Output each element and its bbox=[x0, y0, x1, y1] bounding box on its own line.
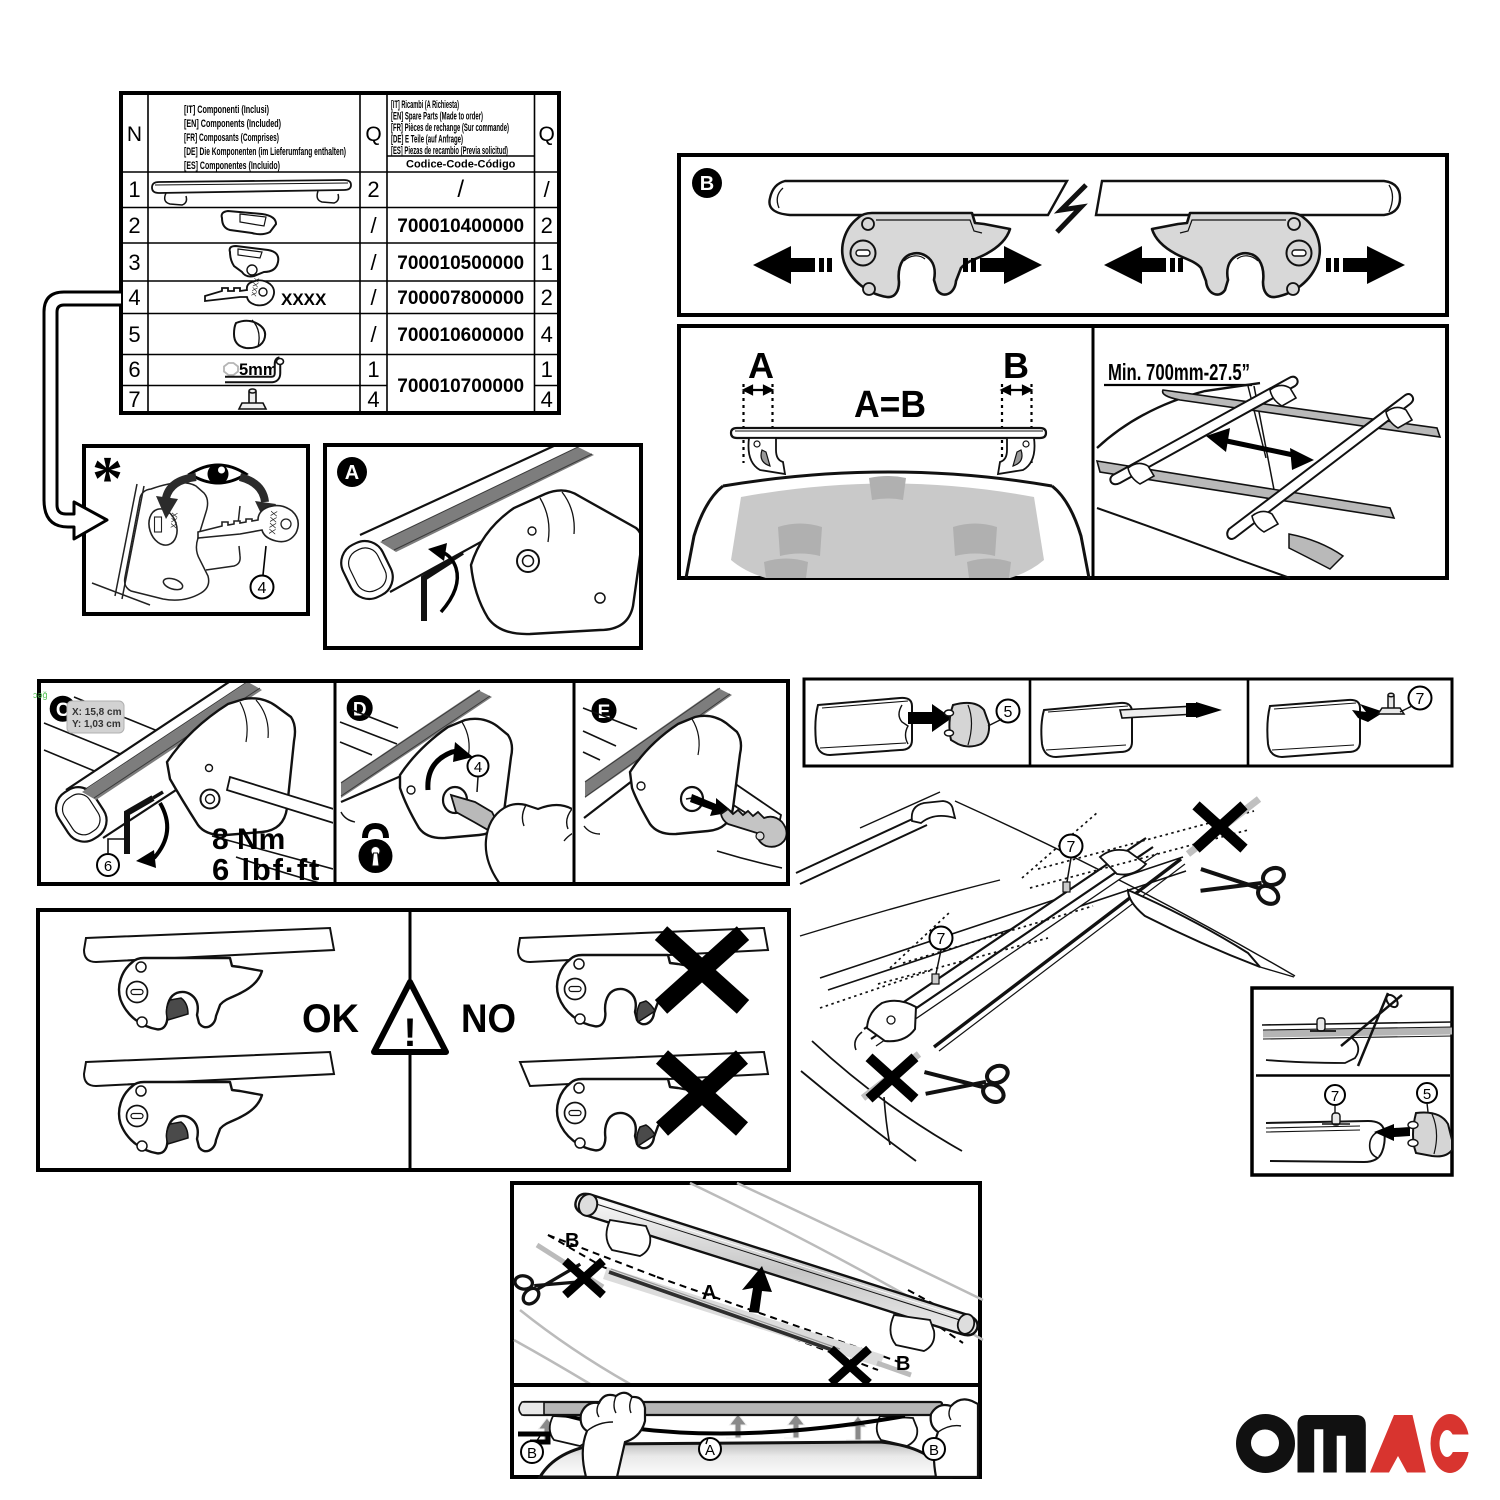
svg-text:[IT] Ricambi (A Richiesta): [IT] Ricambi (A Richiesta) bbox=[391, 99, 459, 111]
svg-text:OK: OK bbox=[302, 997, 359, 1041]
svg-text:[FR] Pièces de rechange (Sur c: [FR] Pièces de rechange (Sur commande) bbox=[391, 122, 509, 134]
svg-text:Min. 700mm-27.5”: Min. 700mm-27.5” bbox=[1108, 359, 1250, 385]
svg-text:B: B bbox=[1003, 345, 1029, 386]
svg-text:A: A bbox=[748, 345, 774, 386]
svg-text:7: 7 bbox=[1416, 691, 1425, 708]
svg-text:4: 4 bbox=[541, 322, 553, 347]
svg-text:/: / bbox=[370, 322, 377, 347]
svg-text:A: A bbox=[705, 1442, 715, 1459]
svg-text:Y: 1,03 cm: Y: 1,03 cm bbox=[72, 719, 121, 730]
svg-text:1: 1 bbox=[367, 357, 379, 382]
svg-text:B: B bbox=[700, 173, 714, 195]
svg-text:A: A bbox=[702, 1282, 716, 1304]
svg-text:C: C bbox=[56, 700, 70, 721]
svg-text:7: 7 bbox=[1331, 1088, 1339, 1105]
svg-text:1: 1 bbox=[541, 357, 553, 382]
svg-text:700010500000: 700010500000 bbox=[397, 253, 524, 274]
svg-text:4: 4 bbox=[541, 387, 553, 412]
svg-text:4: 4 bbox=[258, 580, 267, 597]
svg-text:X: 15,8 cm: X: 15,8 cm bbox=[72, 707, 122, 718]
svg-text:A=B: A=B bbox=[854, 384, 926, 426]
svg-text:*: * bbox=[92, 445, 123, 513]
svg-text:/: / bbox=[370, 285, 377, 310]
svg-text:B: B bbox=[565, 1230, 579, 1252]
svg-text:ɔəğ: ɔəğ bbox=[33, 690, 48, 700]
svg-text:2: 2 bbox=[541, 285, 553, 310]
svg-text:/: / bbox=[544, 177, 551, 202]
svg-text:/: / bbox=[370, 213, 377, 238]
svg-text:[DE] E Teile (auf Anfrage): [DE] E Teile (auf Anfrage) bbox=[391, 134, 463, 146]
svg-text:XXXX: XXXX bbox=[267, 510, 279, 535]
svg-text:6: 6 bbox=[104, 858, 112, 875]
svg-text:[IT] Componenti (Inclusi): [IT] Componenti (Inclusi) bbox=[184, 104, 269, 116]
svg-text:NO: NO bbox=[461, 997, 516, 1041]
svg-text:B: B bbox=[896, 1353, 910, 1375]
svg-text:A: A bbox=[345, 462, 359, 484]
svg-text:700010400000: 700010400000 bbox=[397, 216, 524, 237]
svg-text:Codice-Code-Código: Codice-Code-Código bbox=[406, 159, 516, 171]
svg-text:[DE] Die Komponenten (im Liefe: [DE] Die Komponenten (im Lieferumfang en… bbox=[184, 146, 346, 158]
svg-text:4: 4 bbox=[367, 387, 379, 412]
svg-text:[FR] Composants (Comprises): [FR] Composants (Comprises) bbox=[184, 132, 279, 144]
svg-text:B: B bbox=[527, 1445, 537, 1462]
svg-text:[EN] Components (Included): [EN] Components (Included) bbox=[184, 118, 281, 130]
svg-text:XXX: XXX bbox=[169, 511, 179, 528]
svg-text:[ES] Componentes (Incluido): [ES] Componentes (Incluido) bbox=[184, 160, 280, 172]
svg-text:2: 2 bbox=[367, 177, 379, 202]
svg-text:5: 5 bbox=[128, 322, 140, 347]
svg-text:1: 1 bbox=[128, 177, 140, 202]
svg-text:4: 4 bbox=[474, 759, 482, 776]
svg-text:6: 6 bbox=[128, 357, 140, 382]
svg-text:[ES] Piezas de recambio (Previ: [ES] Piezas de recambio (Previa solicitu… bbox=[391, 145, 508, 157]
svg-text:700007800000: 700007800000 bbox=[397, 288, 524, 309]
svg-text:4: 4 bbox=[128, 285, 140, 310]
svg-text:5mm: 5mm bbox=[239, 361, 278, 379]
svg-text:[EN] Spare Parts (Made to orde: [EN] Spare Parts (Made to order) bbox=[391, 111, 483, 123]
svg-text:700010700000: 700010700000 bbox=[397, 376, 524, 397]
svg-text:XXXX: XXXX bbox=[281, 290, 327, 309]
svg-text:6 lbf·ft: 6 lbf·ft bbox=[212, 852, 321, 887]
svg-text:B: B bbox=[929, 1442, 939, 1459]
svg-text:/: / bbox=[370, 250, 377, 275]
svg-text:2: 2 bbox=[541, 213, 553, 238]
svg-text:8 Nm: 8 Nm bbox=[212, 823, 285, 856]
svg-text:!: ! bbox=[403, 1011, 416, 1055]
svg-text:E: E bbox=[598, 702, 611, 723]
svg-text:D: D bbox=[353, 700, 367, 721]
svg-text:/: / bbox=[457, 176, 464, 203]
svg-text:3: 3 bbox=[128, 250, 140, 275]
svg-text:7: 7 bbox=[128, 387, 140, 412]
svg-text:5: 5 bbox=[1004, 704, 1013, 721]
svg-text:5: 5 bbox=[1423, 1086, 1431, 1103]
svg-text:XXXX: XXXX bbox=[251, 277, 261, 297]
svg-text:700010600000: 700010600000 bbox=[397, 325, 524, 346]
svg-text:N: N bbox=[127, 123, 142, 146]
svg-text:7: 7 bbox=[937, 931, 946, 948]
svg-text:1: 1 bbox=[541, 250, 553, 275]
svg-text:7: 7 bbox=[1067, 839, 1076, 856]
svg-text:Q: Q bbox=[365, 123, 381, 146]
svg-text:Q: Q bbox=[539, 123, 555, 146]
svg-text:2: 2 bbox=[128, 213, 140, 238]
